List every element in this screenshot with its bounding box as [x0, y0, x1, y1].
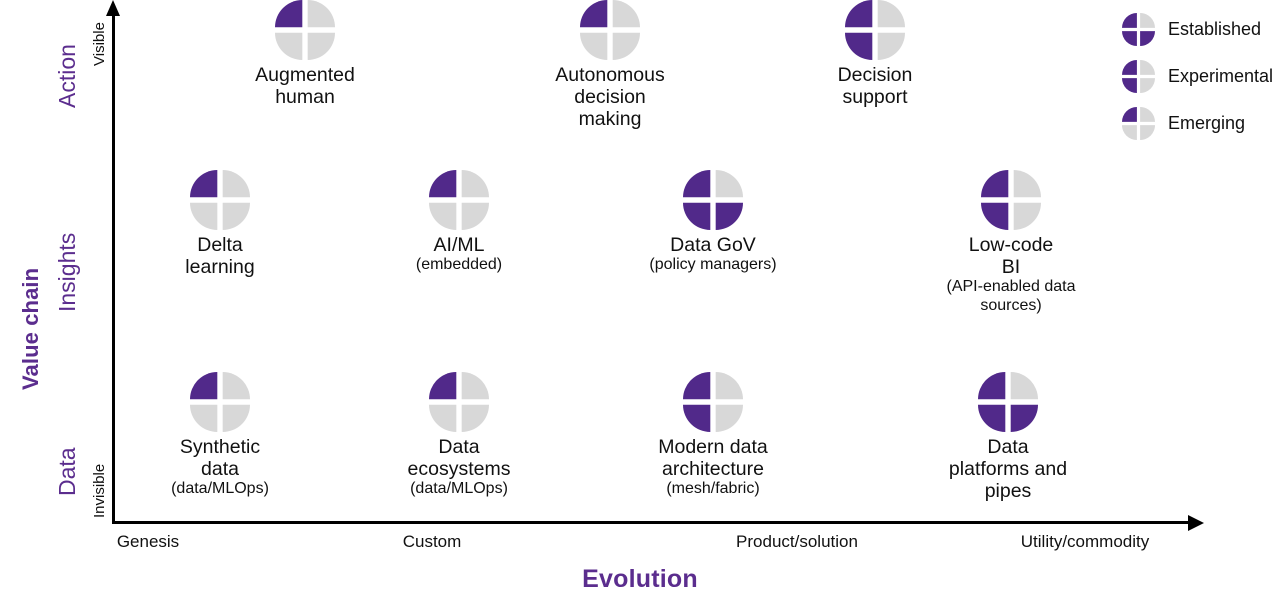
x-axis-arrow-icon	[1188, 514, 1204, 531]
map-node-label: Data GoV	[670, 234, 756, 256]
map-node-sublabel: (policy managers)	[649, 256, 777, 274]
x-axis-line	[112, 521, 1194, 524]
map-node[interactable]: Data ecosystems(data/MLOps)	[309, 372, 609, 499]
maturity-pie-icon	[563, 372, 863, 432]
legend-maturity-pie-icon	[1118, 60, 1158, 93]
map-node-label: Data platforms and pipes	[948, 436, 1068, 503]
map-node-sublabel: (mesh/fabric)	[666, 480, 760, 498]
map-node[interactable]: Decision support	[725, 0, 1025, 108]
maturity-pie-icon	[70, 170, 370, 230]
x-axis-tick-label: Custom	[402, 532, 462, 551]
map-node-label: Synthetic data	[179, 436, 261, 481]
map-node-label: Data ecosystems	[407, 436, 511, 481]
legend-item-label: Established	[1168, 19, 1262, 39]
map-node[interactable]: Delta learning	[70, 170, 370, 278]
map-node-sublabel: (embedded)	[415, 256, 503, 274]
legend-item-label: Experimental	[1168, 66, 1274, 86]
map-node[interactable]: Data GoV(policy managers)	[563, 170, 863, 274]
legend-maturity-pie-icon	[1118, 13, 1158, 46]
x-axis-tick-label: Utility/commodity	[1020, 532, 1150, 551]
maturity-pie-icon	[563, 170, 863, 230]
legend-item-label: Emerging	[1168, 113, 1246, 133]
maturity-pie-icon	[725, 0, 1025, 60]
y-axis-title: Value chain	[18, 267, 43, 390]
map-node[interactable]: Low-code BI(API-enabled data sources)	[861, 170, 1161, 315]
x-axis-title: Evolution	[582, 565, 698, 593]
legend-maturity-pie-icon	[1118, 107, 1158, 140]
maturity-pie-icon	[70, 372, 370, 432]
y-axis-line	[112, 14, 115, 524]
maturity-pie-icon	[309, 372, 609, 432]
map-node-label: Augmented human	[255, 64, 355, 109]
x-axis-tick-label: Genesis	[116, 532, 180, 551]
y-axis-arrow-icon	[106, 0, 120, 16]
map-node-label: AI/ML	[433, 234, 485, 256]
maturity-pie-icon	[155, 0, 455, 60]
map-node-sublabel: (data/MLOps)	[410, 480, 508, 498]
map-node-sublabel: (API-enabled data sources)	[946, 278, 1076, 314]
map-node[interactable]: Data platforms and pipes	[858, 372, 1158, 503]
map-node[interactable]: Synthetic data(data/MLOps)	[70, 372, 370, 499]
y-band-label-action: Action	[54, 44, 80, 108]
map-node[interactable]: Autonomous decision making	[460, 0, 760, 131]
maturity-pie-icon	[858, 372, 1158, 432]
legend-item-established[interactable]: Established	[1118, 6, 1273, 53]
map-node-label: Decision support	[837, 64, 913, 109]
map-node-label: Low-code BI	[968, 234, 1054, 279]
map-node-label: Delta learning	[185, 234, 255, 279]
legend-item-emerging[interactable]: Emerging	[1118, 100, 1273, 147]
map-node[interactable]: Modern data architecture(mesh/fabric)	[563, 372, 863, 499]
maturity-pie-icon	[309, 170, 609, 230]
legend-item-experimental[interactable]: Experimental	[1118, 53, 1273, 100]
map-node-sublabel: (data/MLOps)	[171, 480, 269, 498]
x-axis-tick-label: Product/solution	[736, 532, 858, 551]
y-axis-end-label-visible: Visible	[91, 22, 108, 66]
maturity-pie-icon	[460, 0, 760, 60]
map-node-label: Autonomous decision making	[555, 64, 665, 131]
map-node[interactable]: AI/ML(embedded)	[309, 170, 609, 274]
map-node[interactable]: Augmented human	[155, 0, 455, 108]
map-node-label: Modern data architecture	[658, 436, 768, 481]
maturity-pie-icon	[861, 170, 1161, 230]
